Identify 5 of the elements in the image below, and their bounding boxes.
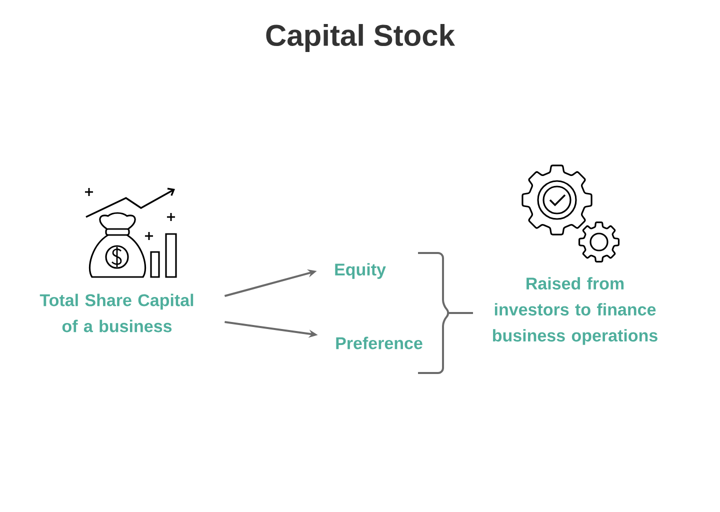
text-label: Preference	[336, 336, 422, 350]
text-label: Total Share Capital of a business	[40, 294, 194, 332]
text-label: Equity	[335, 263, 386, 279]
text-label: Raised from investors to finance business operations	[493, 277, 658, 345]
title: Capital Stock	[266, 24, 456, 52]
